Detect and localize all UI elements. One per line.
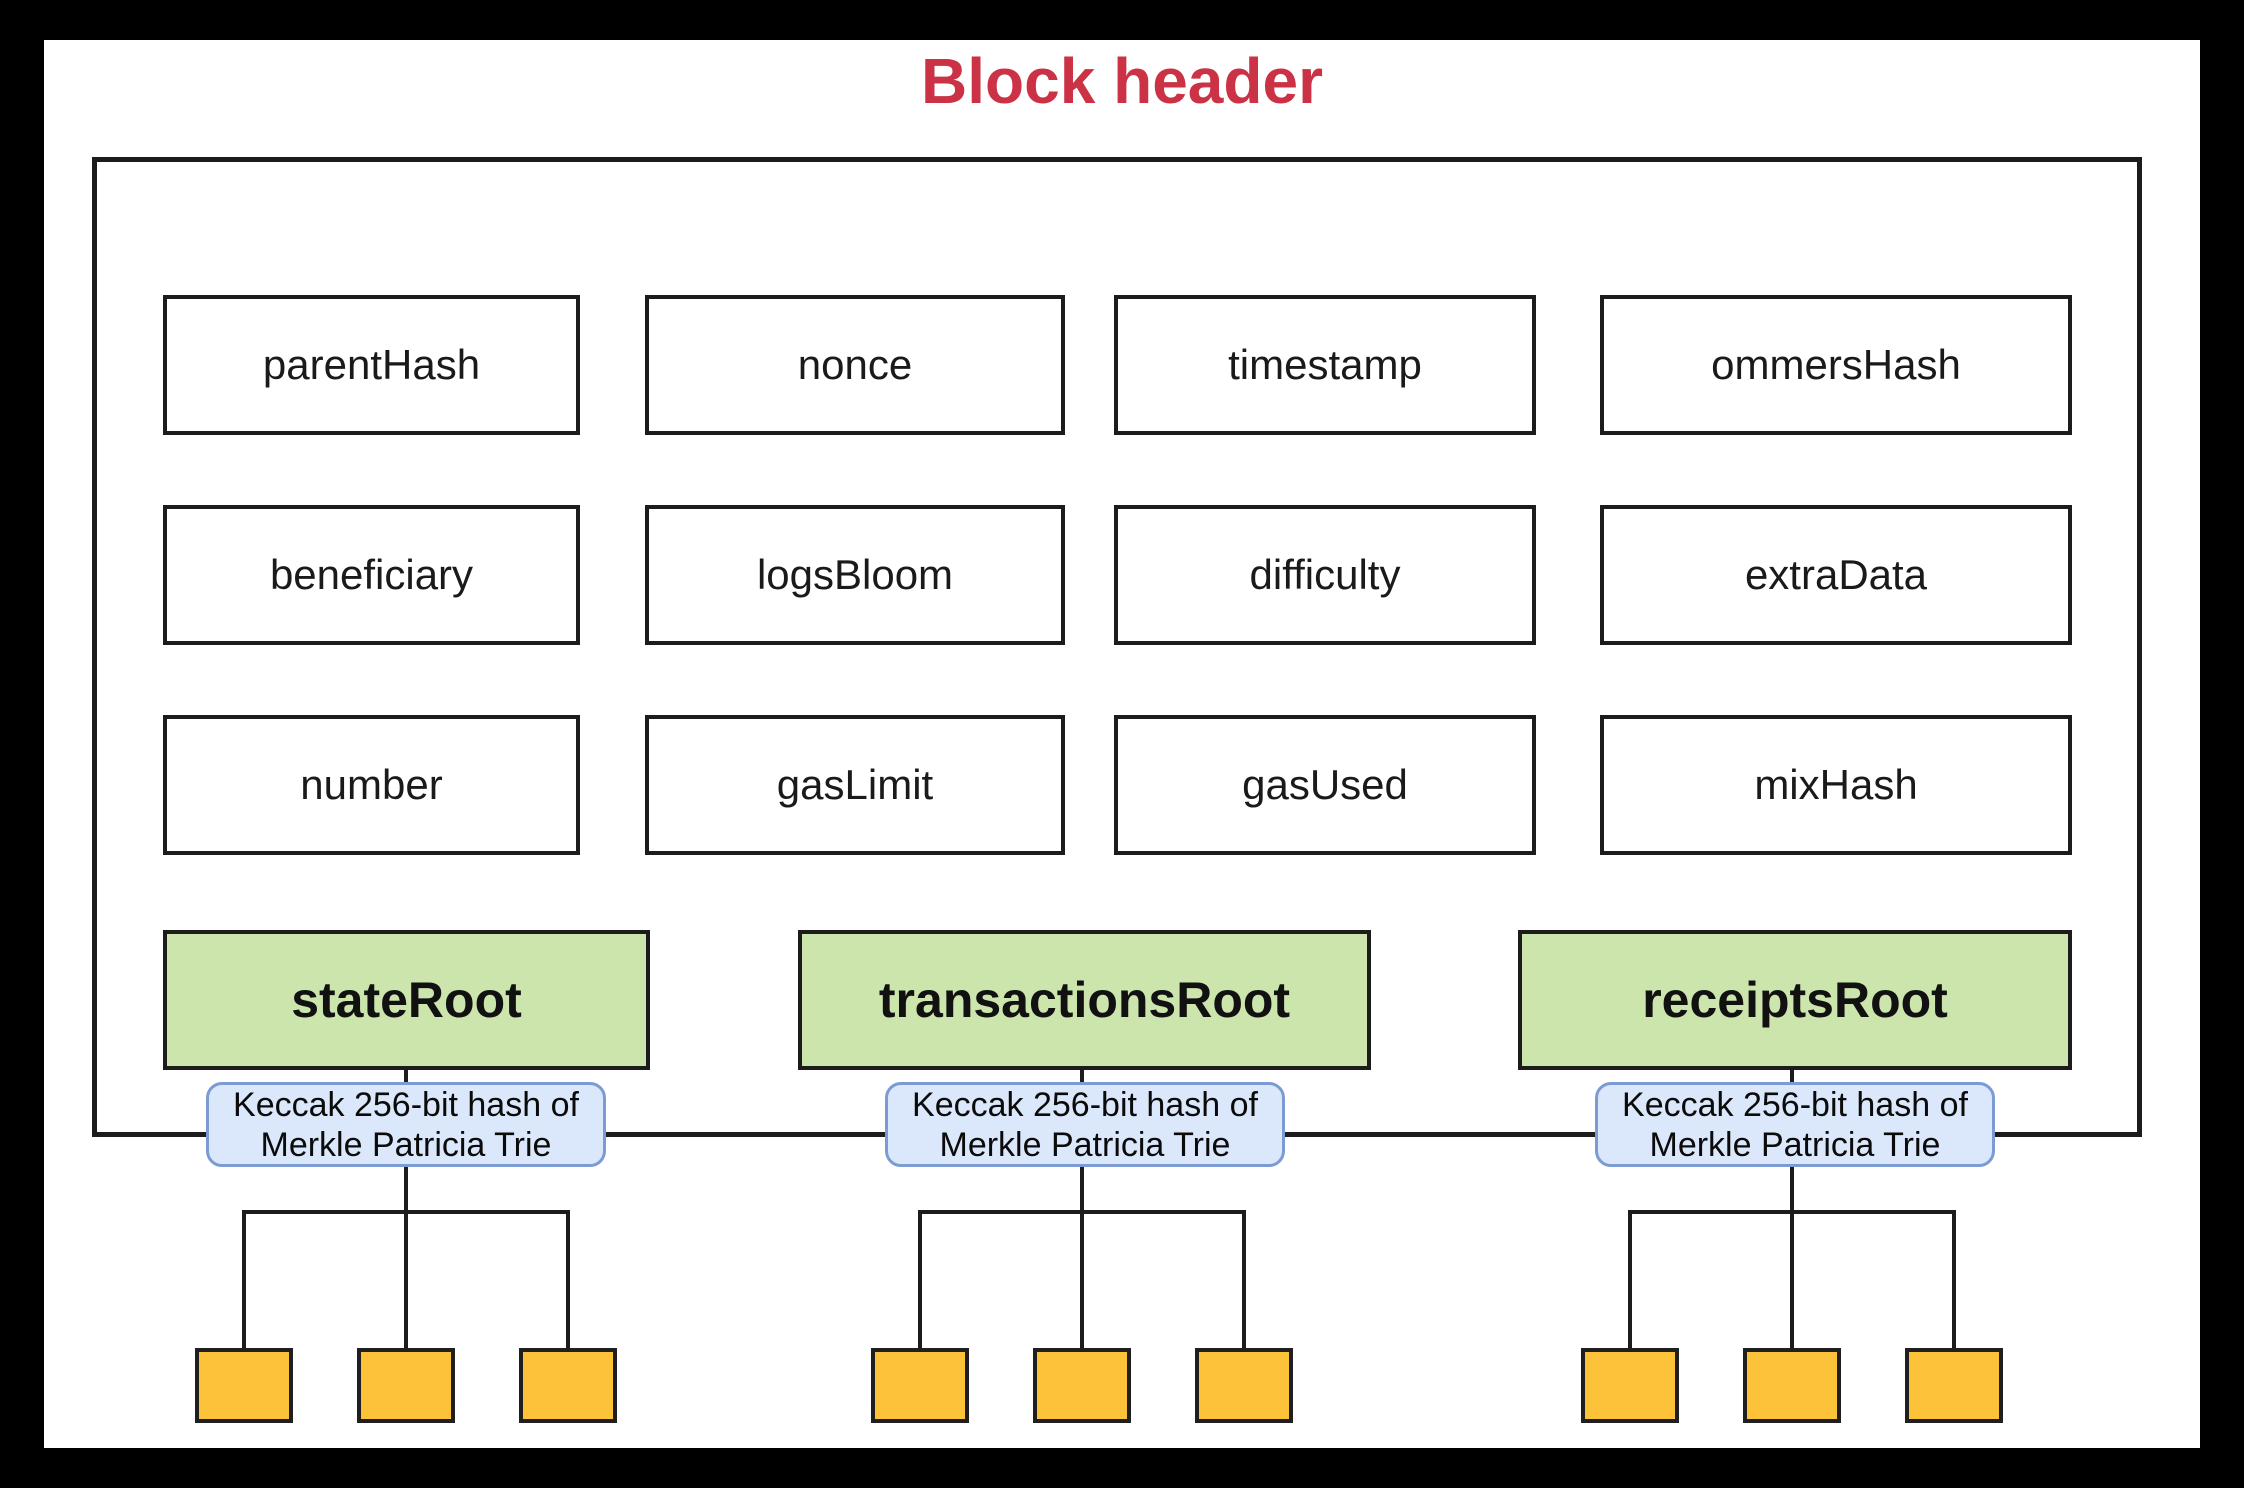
trie-leaf-node — [195, 1348, 293, 1423]
connector-line — [404, 1066, 408, 1082]
stateroot-keccak-note: Keccak 256-bit hash of Merkle Patricia T… — [206, 1082, 606, 1167]
trie-leaf-node — [519, 1348, 617, 1423]
connector-line — [1790, 1161, 1794, 1210]
trie-leaf-node — [1743, 1348, 1841, 1423]
field-box-logsbloom: logsBloom — [645, 505, 1065, 645]
connector-line — [1080, 1210, 1084, 1348]
receiptsroot-keccak-note: Keccak 256-bit hash of Merkle Patricia T… — [1595, 1082, 1995, 1167]
field-box-timestamp: timestamp — [1114, 295, 1536, 435]
diagram-title: Block header — [921, 45, 1323, 117]
diagram-canvas: Block header parentHash nonce timestamp … — [44, 40, 2200, 1448]
field-box-ommershash: ommersHash — [1600, 295, 2072, 435]
field-box-mixhash: mixHash — [1600, 715, 2072, 855]
connector-line — [1080, 1066, 1084, 1082]
trie-leaf-node — [357, 1348, 455, 1423]
connector-line — [404, 1161, 408, 1210]
field-box-gasused: gasUsed — [1114, 715, 1536, 855]
field-box-difficulty: difficulty — [1114, 505, 1536, 645]
trie-leaf-node — [1581, 1348, 1679, 1423]
field-box-nonce: nonce — [645, 295, 1065, 435]
connector-line — [1952, 1210, 1956, 1348]
connector-line — [242, 1210, 246, 1348]
field-box-number: number — [163, 715, 580, 855]
connector-line — [1080, 1161, 1084, 1210]
trie-leaf-node — [1195, 1348, 1293, 1423]
connector-line — [918, 1210, 922, 1348]
stateroot-box: stateRoot — [163, 930, 650, 1070]
connector-line — [1790, 1066, 1794, 1082]
field-box-gaslimit: gasLimit — [645, 715, 1065, 855]
trie-leaf-node — [1905, 1348, 2003, 1423]
connector-line — [1242, 1210, 1246, 1348]
connector-line — [566, 1210, 570, 1348]
field-box-parenthash: parentHash — [163, 295, 580, 435]
transactionsroot-keccak-note: Keccak 256-bit hash of Merkle Patricia T… — [885, 1082, 1285, 1167]
trie-leaf-node — [1033, 1348, 1131, 1423]
receiptsroot-box: receiptsRoot — [1518, 930, 2072, 1070]
transactionsroot-box: transactionsRoot — [798, 930, 1371, 1070]
field-box-extradata: extraData — [1600, 505, 2072, 645]
connector-line — [1628, 1210, 1632, 1348]
trie-leaf-node — [871, 1348, 969, 1423]
connector-line — [1790, 1210, 1794, 1348]
connector-line — [404, 1210, 408, 1348]
field-box-beneficiary: beneficiary — [163, 505, 580, 645]
